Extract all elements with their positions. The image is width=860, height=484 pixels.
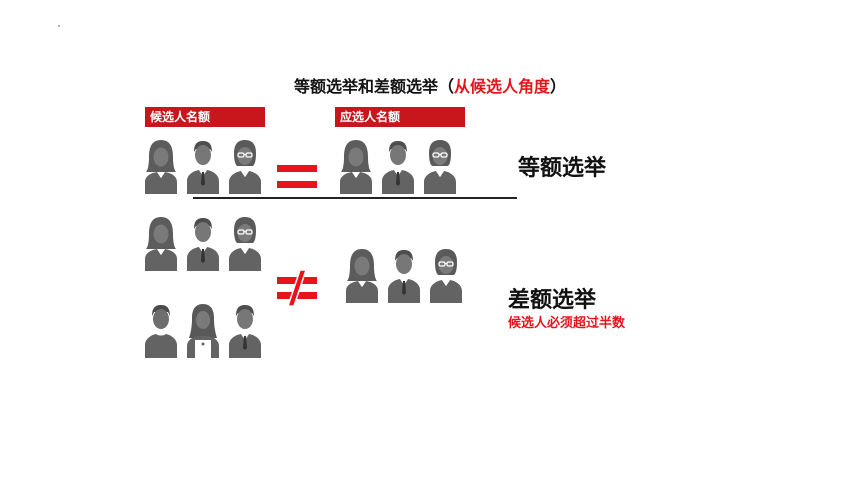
differential-election-note: 候选人必须超过半数	[508, 316, 626, 331]
woman-glasses-icon	[228, 139, 262, 194]
man-icon	[382, 141, 414, 194]
equal-candidates-group	[144, 138, 262, 194]
title-open-paren: （	[437, 77, 454, 96]
woman-icon	[346, 249, 378, 303]
man-icon	[187, 218, 219, 271]
woman-icon	[145, 217, 177, 271]
woman-glasses-icon	[423, 139, 457, 194]
woman-icon	[340, 140, 372, 194]
slide-title: 等额选举和差额选举（从候选人角度）	[0, 73, 860, 97]
differential-candidates-row-2	[144, 302, 262, 358]
not-equal-sign-icon	[277, 270, 317, 306]
man-icon	[388, 250, 420, 303]
man-icon	[187, 141, 219, 194]
woman-icon	[145, 140, 177, 194]
differential-election-label: 差额选举	[508, 288, 597, 313]
divider-line	[193, 197, 517, 199]
title-main: 等额选举和差额选举	[293, 77, 438, 96]
candidate-count-label: 候选人名额	[145, 107, 265, 127]
man-casual-icon	[145, 305, 177, 358]
woman-long-hair-icon	[187, 304, 219, 358]
equal-seats-group	[339, 138, 457, 194]
man-icon	[229, 305, 261, 358]
corner-dot	[58, 25, 60, 27]
title-highlight: 从候选人角度	[454, 77, 551, 96]
seat-count-label: 应选人名额	[335, 107, 465, 127]
equals-sign-icon	[277, 165, 317, 188]
title-close-paren: ）	[550, 77, 567, 96]
equal-election-label: 等额选举	[518, 156, 607, 181]
woman-glasses-icon	[429, 248, 463, 303]
woman-glasses-icon	[228, 216, 262, 271]
differential-candidates-row-1	[144, 215, 262, 271]
differential-seats-group	[345, 247, 463, 303]
